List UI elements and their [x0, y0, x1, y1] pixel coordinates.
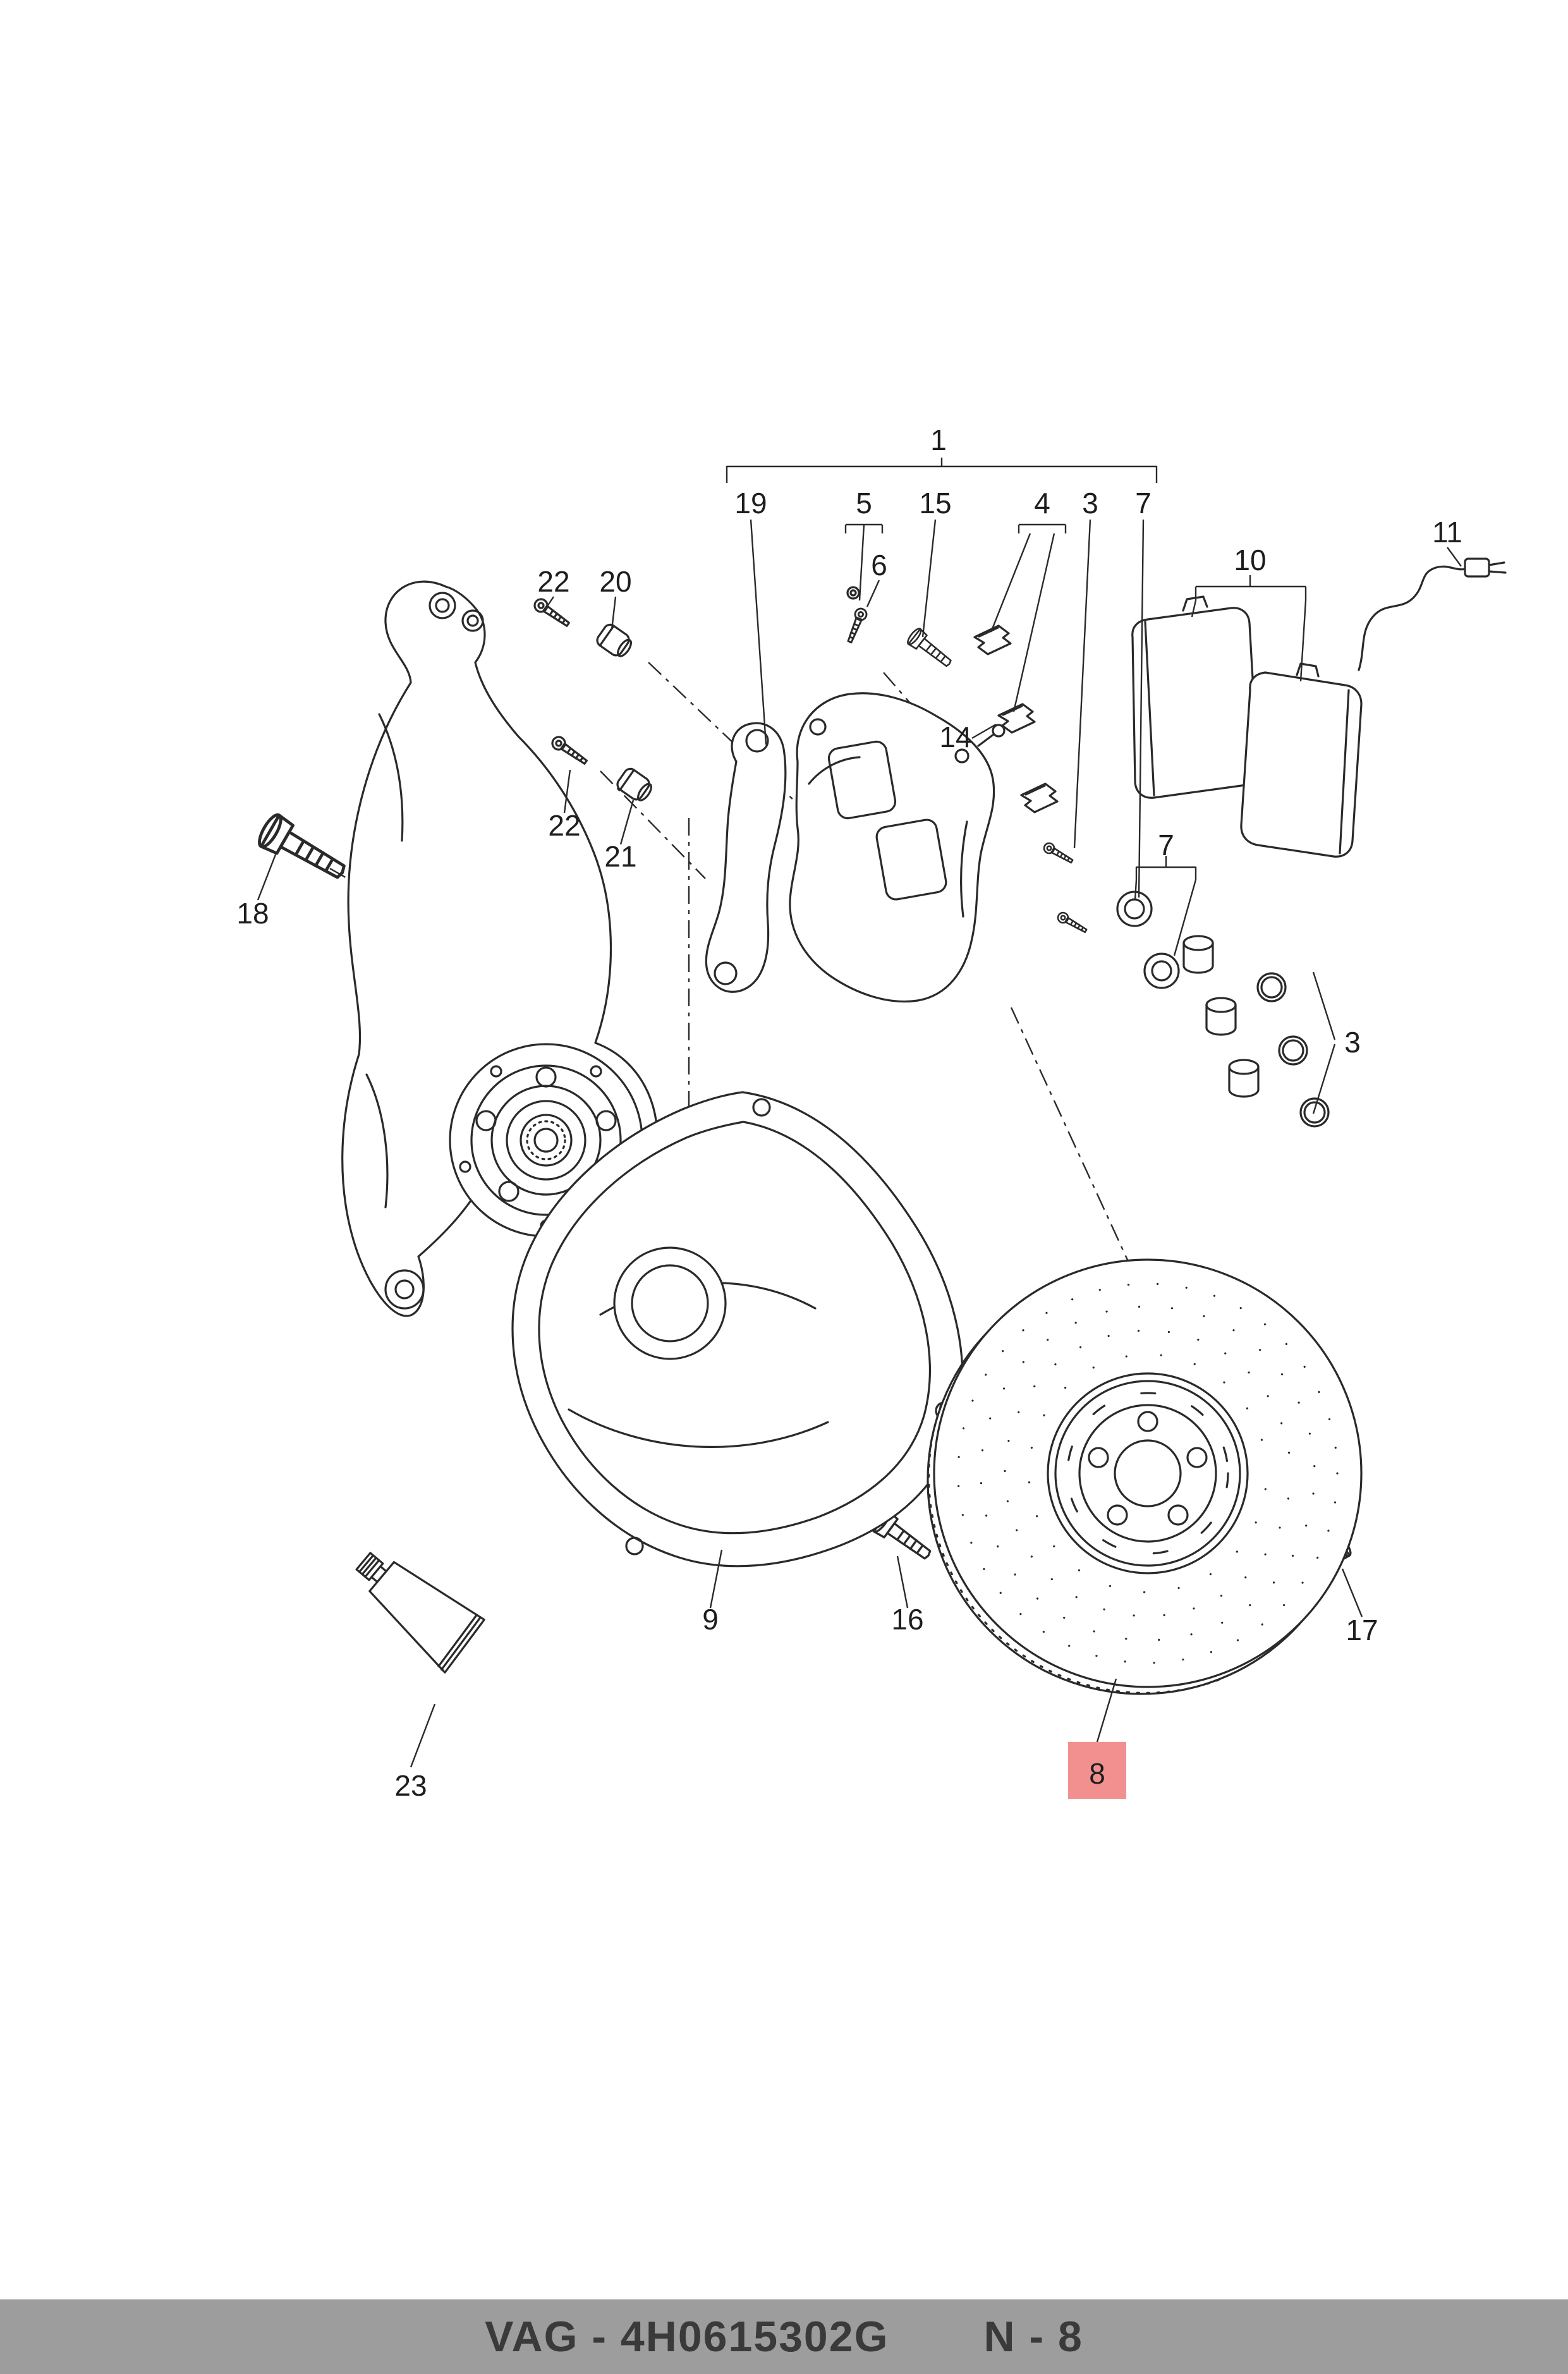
bolt-18	[255, 812, 351, 889]
guide-sleeves	[1182, 935, 1330, 1128]
washer-6	[846, 586, 860, 600]
highlight-box	[1068, 1742, 1126, 1799]
part-label-17[interactable]: 17	[1346, 1614, 1378, 1647]
part-label-4[interactable]: 4	[1034, 487, 1050, 520]
footer-section-ref: N - 8	[983, 2313, 1083, 2361]
bolt-15	[904, 626, 956, 673]
caliper-carrier	[705, 722, 787, 993]
part-label-11[interactable]: 11	[1432, 516, 1462, 549]
leader-lines	[257, 458, 1462, 1768]
part-label-1[interactable]: 1	[930, 423, 947, 456]
footer-part-number: VAG - 4H0615302G	[485, 2313, 889, 2361]
bolt-22-top	[531, 595, 573, 631]
part-label-23[interactable]: 23	[394, 1769, 427, 1802]
splash-shield	[511, 1091, 964, 1567]
grease-tube	[355, 1552, 485, 1674]
bushing-21	[614, 765, 657, 806]
wear-sensor	[1358, 557, 1507, 671]
part-label-19[interactable]: 19	[734, 487, 767, 520]
part-label-5[interactable]: 5	[856, 487, 872, 520]
part-label-20[interactable]: 20	[599, 565, 631, 598]
guide-pin-bolt-1	[1041, 840, 1076, 867]
part-label-3-low[interactable]: 3	[1344, 1026, 1361, 1059]
part-label-14[interactable]: 14	[939, 721, 971, 753]
part-label-22-mid[interactable]: 22	[548, 809, 580, 842]
part-label-9[interactable]: 9	[702, 1603, 719, 1636]
part-label-3-top[interactable]: 3	[1082, 487, 1098, 520]
bolt-22-mid	[549, 733, 590, 769]
part-label-21[interactable]: 21	[604, 840, 636, 873]
footer-bar: VAG - 4H0615302G N - 8	[0, 2299, 1568, 2374]
screw-6	[843, 606, 870, 645]
part-label-18[interactable]: 18	[236, 897, 269, 930]
seal-rings	[1116, 891, 1180, 989]
part-label-7-low[interactable]: 7	[1158, 829, 1174, 861]
brake-caliper	[789, 692, 1006, 1003]
part-label-22-top[interactable]: 22	[537, 565, 569, 598]
part-label-8-highlighted[interactable]: 8	[1089, 1757, 1105, 1790]
guide-pin-bolt-2	[1055, 910, 1090, 937]
part-label-6[interactable]: 6	[871, 549, 887, 581]
part-label-10[interactable]: 10	[1234, 544, 1266, 576]
part-label-16[interactable]: 16	[891, 1603, 923, 1636]
brake-disc	[927, 1258, 1363, 1695]
part-label-15[interactable]: 15	[919, 487, 951, 520]
bleeder-screw	[992, 724, 1006, 738]
bushing-20	[593, 621, 636, 662]
brake-pads	[1131, 595, 1363, 858]
part-label-7-top[interactable]: 7	[1135, 487, 1152, 520]
